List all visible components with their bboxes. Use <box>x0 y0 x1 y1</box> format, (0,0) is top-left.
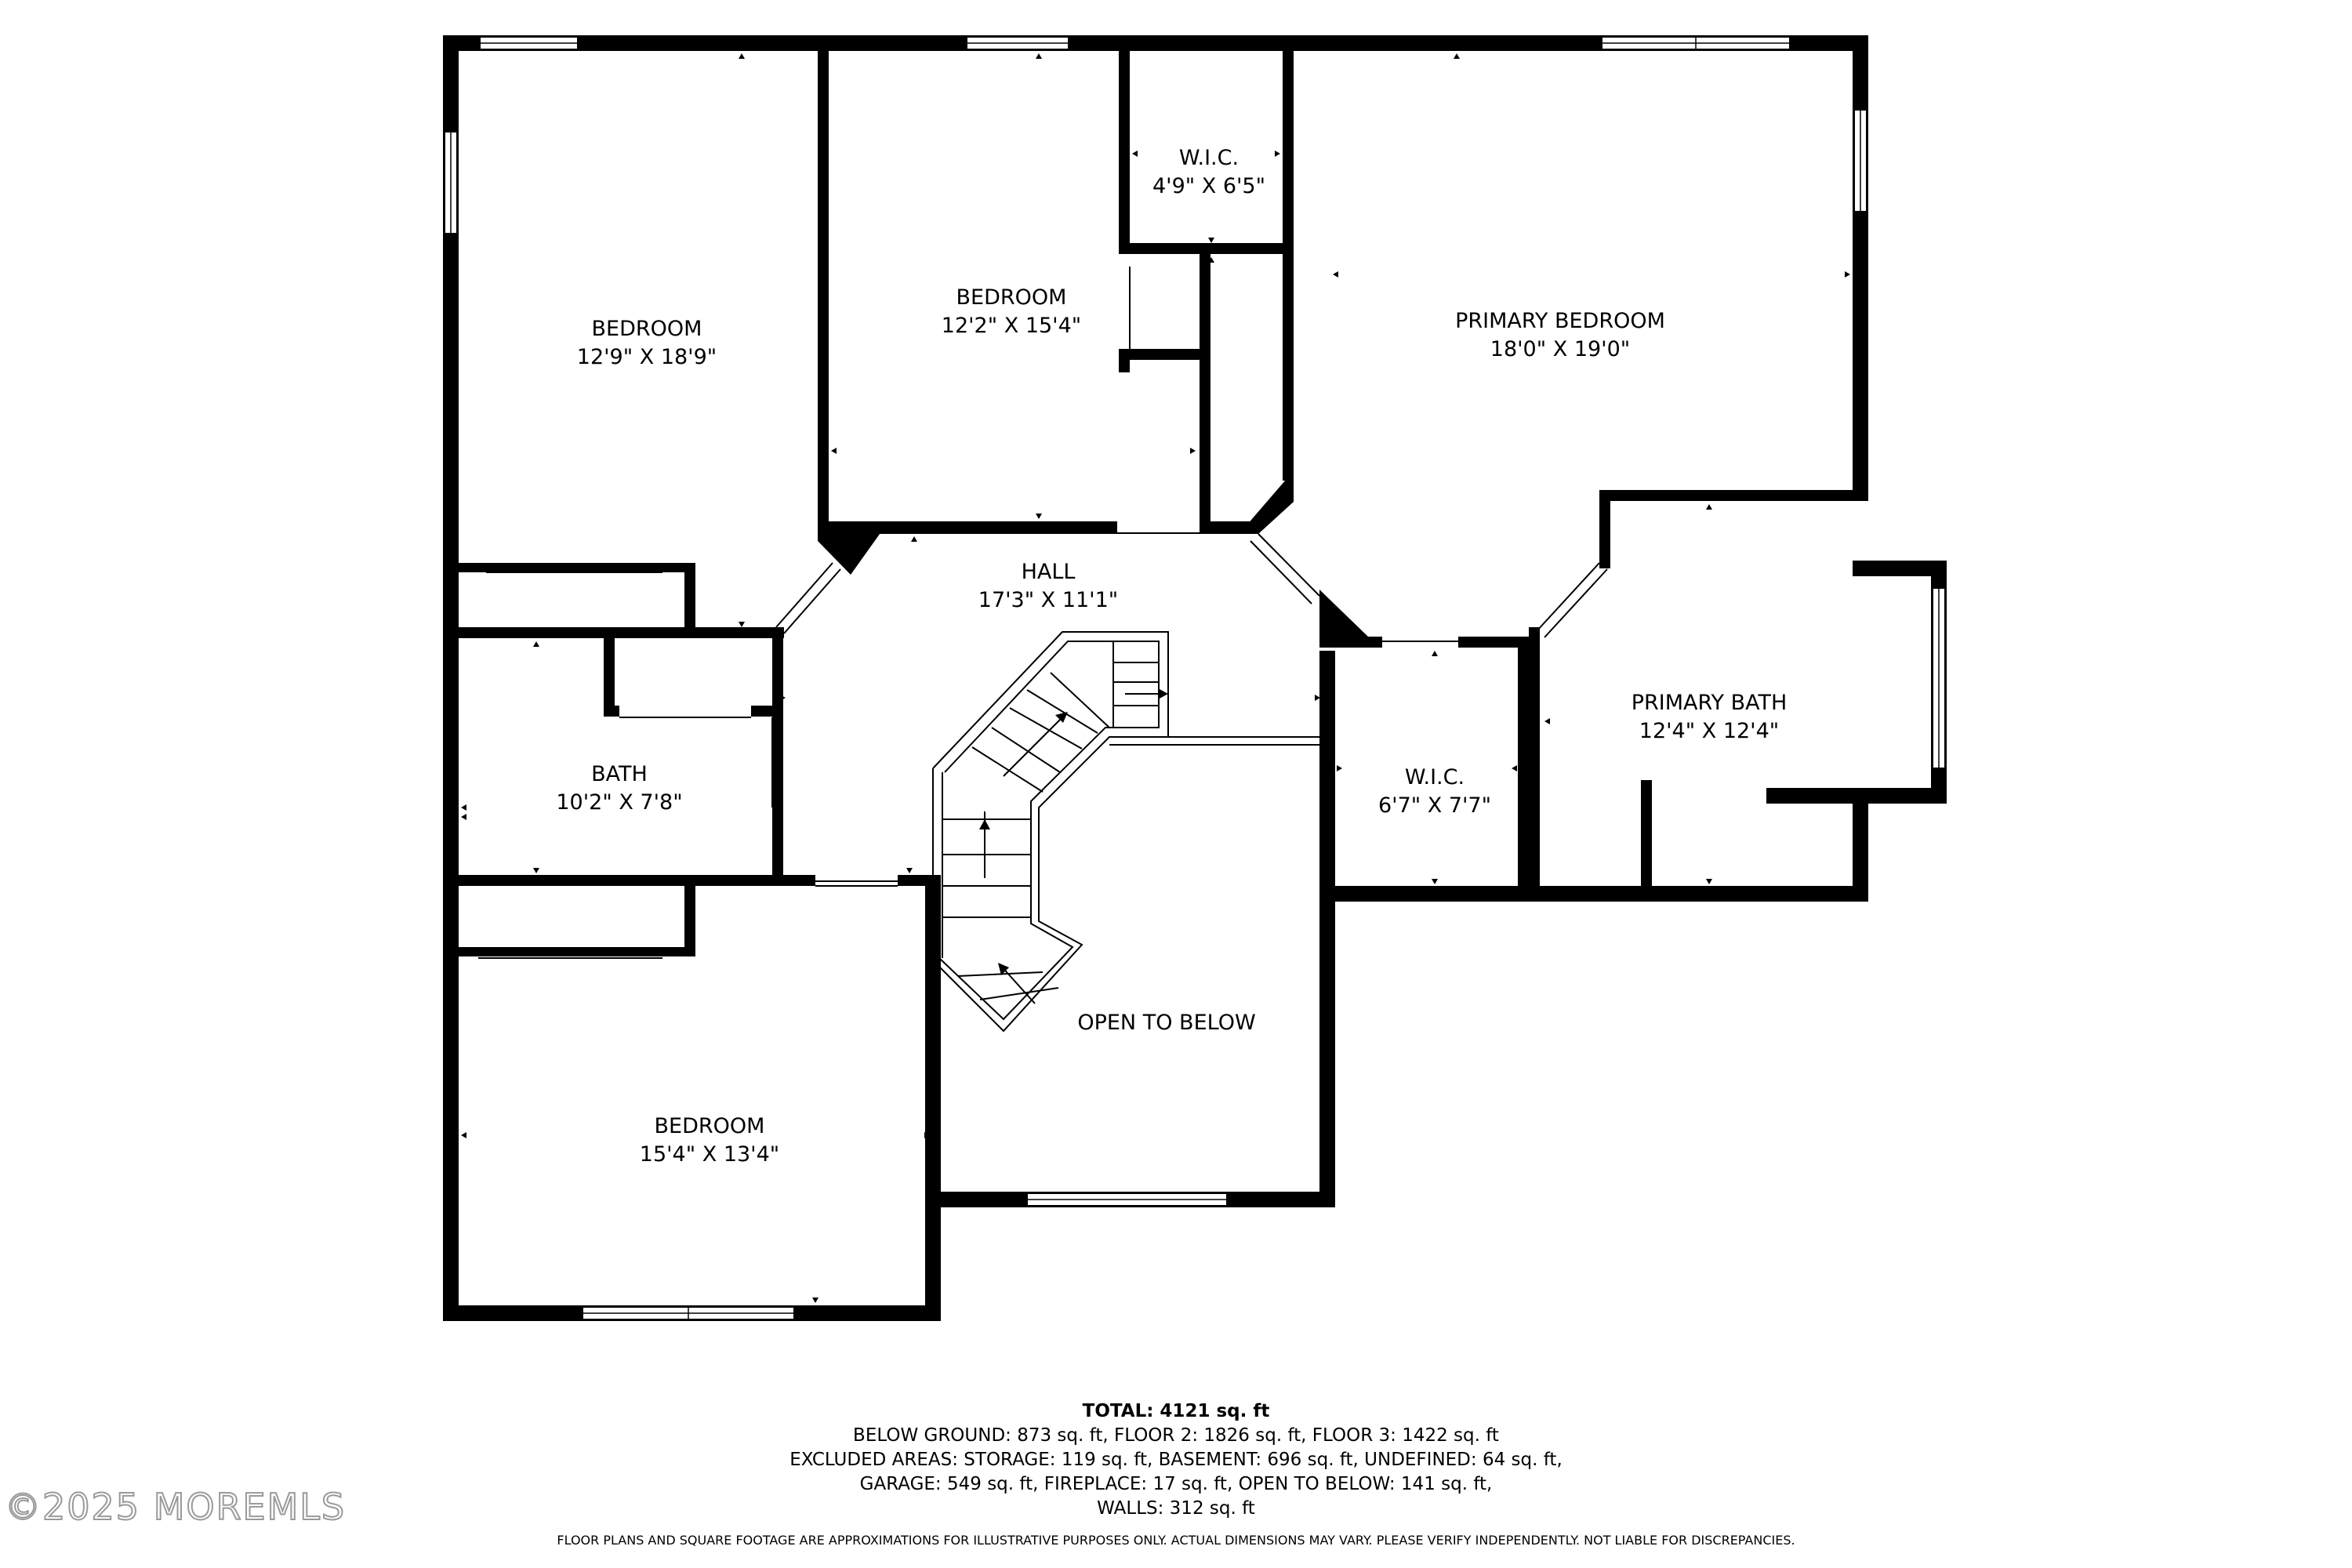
room-dims-primary-bath: 12'4" X 12'4" <box>1639 719 1779 743</box>
room-dims-bath: 10'2" X 7'8" <box>556 790 682 815</box>
room-name-wic-2: W.I.C. <box>1405 765 1465 789</box>
summary-line-2: EXCLUDED AREAS: STORAGE: 119 sq. ft, BAS… <box>789 1450 1563 1470</box>
room-labels: BEDROOM 12'9" X 18'9" BEDROOM 12'2" X 15… <box>556 146 1787 1167</box>
summary-line-1: BELOW GROUND: 873 sq. ft, FLOOR 2: 1826 … <box>853 1425 1499 1446</box>
room-dims-bedroom-2: 12'2" X 15'4" <box>942 314 1081 338</box>
diagonal-openings <box>478 71 1608 959</box>
staircase <box>932 631 1169 1033</box>
room-name-primary-bedroom: PRIMARY BEDROOM <box>1455 309 1665 333</box>
exterior-walls <box>443 35 1947 1321</box>
room-dims-bedroom-1: 12'9" X 18'9" <box>577 345 717 369</box>
summary-line-3: GARAGE: 549 sq. ft, FIREPLACE: 17 sq. ft… <box>859 1474 1493 1494</box>
total-area: TOTAL: 4121 sq. ft <box>1082 1401 1270 1421</box>
room-dims-wic-1: 4'9" X 6'5" <box>1152 174 1265 198</box>
room-name-primary-bath: PRIMARY BATH <box>1632 691 1788 715</box>
watermark: ©2025 MOREMLS <box>4 1485 347 1529</box>
room-dims-hall: 17'3" X 11'1" <box>978 588 1118 612</box>
room-dims-primary-bedroom: 18'0" X 19'0" <box>1490 337 1630 361</box>
room-name-hall: HALL <box>1022 560 1076 584</box>
room-dims-bedroom-3: 15'4" X 13'4" <box>640 1142 779 1167</box>
room-name-bedroom-2: BEDROOM <box>956 285 1067 310</box>
summary-line-4: WALLS: 312 sq. ft <box>1097 1498 1255 1519</box>
room-name-bedroom-1: BEDROOM <box>592 317 702 341</box>
disclaimer: FLOOR PLANS AND SQUARE FOOTAGE ARE APPRO… <box>557 1533 1795 1548</box>
windows <box>444 36 1946 1320</box>
railing <box>1109 736 1319 746</box>
room-name-bedroom-3: BEDROOM <box>655 1114 765 1138</box>
room-dims-wic-2: 6'7" X 7'7" <box>1378 793 1491 818</box>
room-name-bath: BATH <box>591 762 648 786</box>
room-name-open-to-below: OPEN TO BELOW <box>1077 1011 1255 1035</box>
dimension-ticks <box>461 53 1850 1303</box>
room-name-wic-1: W.I.C. <box>1179 146 1239 170</box>
area-summary: TOTAL: 4121 sq. ft BELOW GROUND: 873 sq.… <box>0 1399 2352 1521</box>
